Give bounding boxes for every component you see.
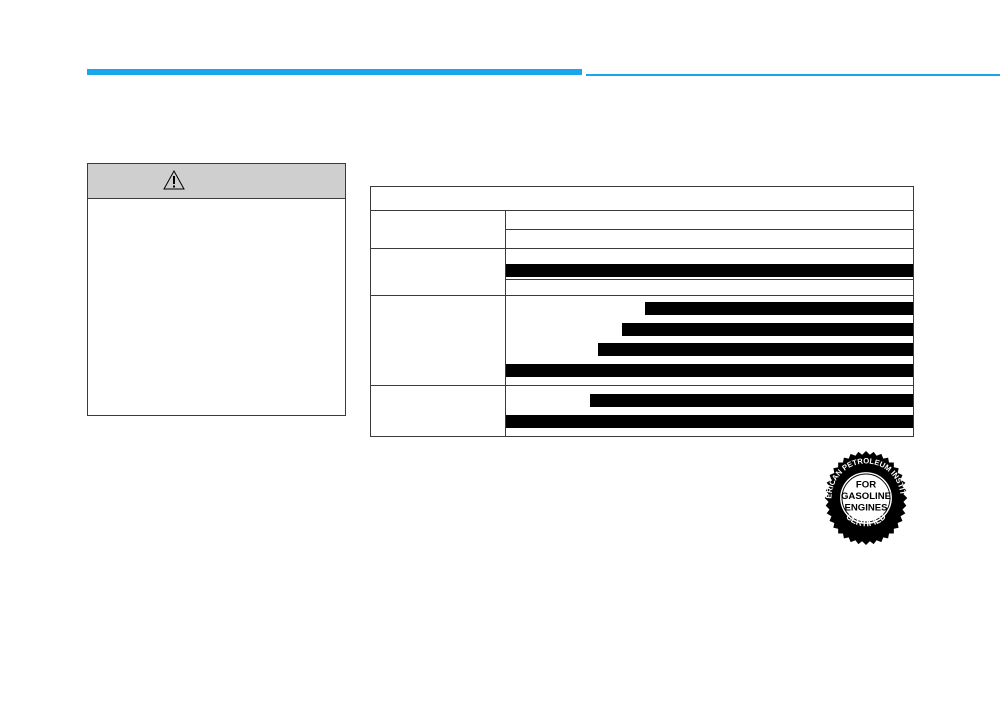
redaction-bar <box>506 264 913 277</box>
table-row-divider <box>371 385 913 386</box>
table-row-divider <box>371 210 913 211</box>
seal-center-line1: FOR <box>856 479 876 490</box>
caution-header <box>88 164 345 199</box>
redaction-bar <box>645 302 913 315</box>
redaction-bar <box>598 343 913 356</box>
table-column-divider <box>505 210 506 436</box>
redaction-bar <box>622 323 913 336</box>
seal-center-line2: GASOLINE <box>841 491 892 502</box>
caution-text <box>88 199 345 219</box>
redaction-bar <box>506 364 913 377</box>
table-row-divider <box>371 248 913 249</box>
seal-center-line3: ENGINES <box>844 502 888 513</box>
seal-inner-ring <box>841 473 891 523</box>
redaction-bar <box>506 415 913 428</box>
header-accent-line <box>586 74 1000 76</box>
header-accent-bar <box>87 69 582 75</box>
warning-triangle-icon <box>163 170 185 190</box>
seal-inner-disc <box>840 472 892 524</box>
caution-box <box>87 163 346 416</box>
seal-ring-text-bottom: CERTIFIED <box>844 511 888 528</box>
spec-table <box>370 186 914 437</box>
table-row-divider <box>506 229 913 230</box>
table-row-divider <box>506 279 913 280</box>
svg-text:CERTIFIED: CERTIFIED <box>844 511 888 528</box>
table-row-divider <box>371 295 913 296</box>
redaction-bar <box>590 394 913 407</box>
api-certification-seal: AMERICAN PETROLEUM INSTITUTE CERTIFIED F… <box>818 450 908 546</box>
